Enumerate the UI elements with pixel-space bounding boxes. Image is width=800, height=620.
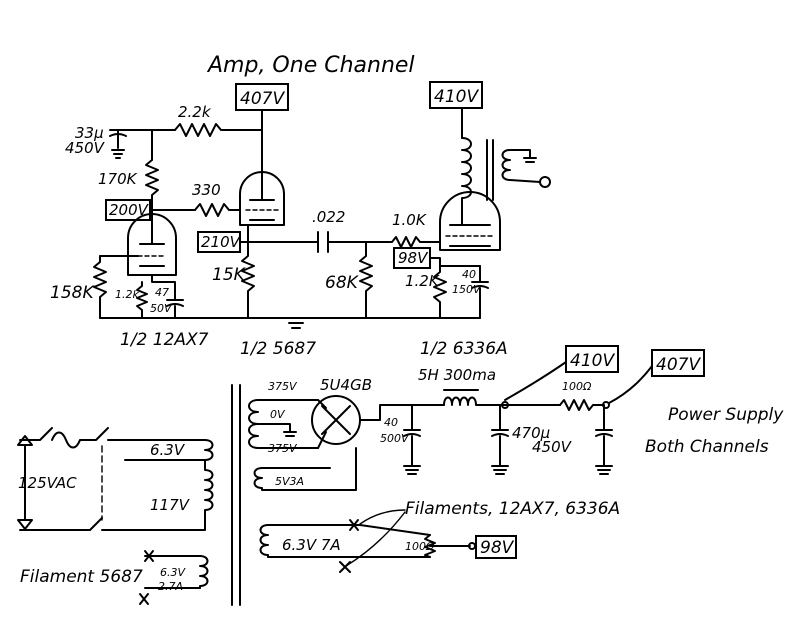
label-5687-a: 2.7A xyxy=(158,580,183,593)
voltage-200: 200V xyxy=(109,201,150,219)
label-tube3: 1/2 6336A xyxy=(420,339,508,359)
resistor-170k xyxy=(145,159,159,209)
label-100-ohm: 100Ω xyxy=(562,380,592,393)
label-filament-5687: Filament 5687 xyxy=(20,567,143,587)
power-supply-title-2: Both Channels xyxy=(645,437,769,457)
voltage-box-410-ps xyxy=(565,345,619,373)
voltage-210: 210V xyxy=(201,233,242,251)
label-375v-b: 375V xyxy=(268,442,298,455)
label-470u: 470µ xyxy=(512,424,550,442)
rectifier-5u4gb xyxy=(311,395,361,449)
capacitor-40-amp xyxy=(471,265,489,319)
voltage-410-top: 410V xyxy=(434,87,479,107)
label-40-ps-v: 500V xyxy=(380,432,410,445)
resistor-1-2k-b xyxy=(433,265,447,319)
choke-5h xyxy=(443,389,506,406)
tube-12ax7 xyxy=(127,213,177,276)
label-filaments-main: Filaments, 12AX7, 6336A xyxy=(405,499,620,519)
resistor-15k xyxy=(241,241,255,319)
label-1-2k-a: 1.2k xyxy=(115,288,139,301)
capacitor-470u xyxy=(491,404,509,475)
filament-winding-main xyxy=(259,509,431,573)
power-supply-title-1: Power Supply xyxy=(668,405,784,425)
diagram-title: Amp, One Channel xyxy=(206,53,415,78)
label-470u-v: 450V xyxy=(532,438,573,456)
filament-secondary-5v xyxy=(253,447,357,491)
label-choke: 5H 300ma xyxy=(418,366,496,384)
label-5687-v: 6.3V xyxy=(160,566,186,579)
resistor-68k xyxy=(359,241,373,319)
resistor-100-ohm-ps xyxy=(559,399,604,411)
resistor-100-ohm-fil xyxy=(424,534,471,558)
label-2-2k: 2.2k xyxy=(178,103,212,121)
voltage-410-ps: 410V xyxy=(570,351,615,371)
primary-winding xyxy=(124,439,214,531)
label-47: 47 xyxy=(155,286,169,299)
label-022: .022 xyxy=(312,208,345,226)
label-6-3v: 6.3V xyxy=(150,441,186,459)
label-33u: 33µ xyxy=(75,124,104,142)
resistor-2-2k xyxy=(174,123,263,137)
label-15k: 15K xyxy=(212,265,247,285)
label-tube1: 1/2 12AX7 xyxy=(120,330,209,350)
label-68k: 68K xyxy=(325,273,360,293)
label-5v3a: 5V3A xyxy=(275,475,304,488)
hv-secondary xyxy=(248,399,319,449)
output-transformer xyxy=(461,137,551,206)
label-1-0k: 1.0K xyxy=(392,211,427,229)
label-6-3v-7a: 6.3V 7A xyxy=(282,536,341,554)
resistor-1-0k xyxy=(389,236,441,248)
label-330: 330 xyxy=(192,181,221,199)
resistor-158k xyxy=(93,255,107,319)
ground-symbol-amp xyxy=(285,317,307,329)
capacitor-022 xyxy=(317,231,391,253)
label-117v: 117V xyxy=(150,496,191,514)
voltage-box-98-fil xyxy=(475,535,517,559)
voltage-407-top: 407V xyxy=(240,89,285,109)
label-1-2k-b: 1.2K xyxy=(405,272,440,290)
label-40: 40 xyxy=(462,268,476,281)
label-33u-v: 450V xyxy=(65,139,106,157)
mains-switch-fuse xyxy=(17,427,126,531)
voltage-box-407-top xyxy=(235,83,289,111)
voltage-407-ps: 407V xyxy=(656,355,701,375)
voltage-box-407-ps xyxy=(651,349,705,377)
capacitor-40-ps xyxy=(403,404,421,475)
label-40-v: 150V xyxy=(452,283,482,296)
label-100-ohm-fil: 100Ω xyxy=(405,540,435,553)
label-5u4gb: 5U4GB xyxy=(320,376,372,394)
label-0v: 0V xyxy=(270,408,286,421)
label-40-ps: 40 xyxy=(384,416,398,429)
label-375v: 375V xyxy=(268,380,298,393)
label-125vac: 125VAC xyxy=(18,474,77,492)
tube-5687 xyxy=(239,171,285,226)
filament-winding-5687 xyxy=(139,550,209,605)
voltage-98-fil: 98V xyxy=(480,538,515,558)
label-47-v: 50V xyxy=(150,302,173,315)
voltage-box-410-top xyxy=(429,81,483,109)
capacitor-33u xyxy=(109,129,127,159)
label-170k: 170K xyxy=(98,170,138,188)
capacitor-47 xyxy=(166,299,184,319)
tube-6336a xyxy=(439,191,501,251)
label-tube2: 1/2 5687 xyxy=(240,339,316,359)
voltage-98-amp: 98V xyxy=(398,249,429,267)
label-158k: 158K xyxy=(50,283,95,303)
capacitor-second-ps xyxy=(595,404,613,475)
resistor-330 xyxy=(194,203,241,217)
resistor-1-2k-a xyxy=(136,281,148,319)
power-transformer-core xyxy=(231,384,241,606)
